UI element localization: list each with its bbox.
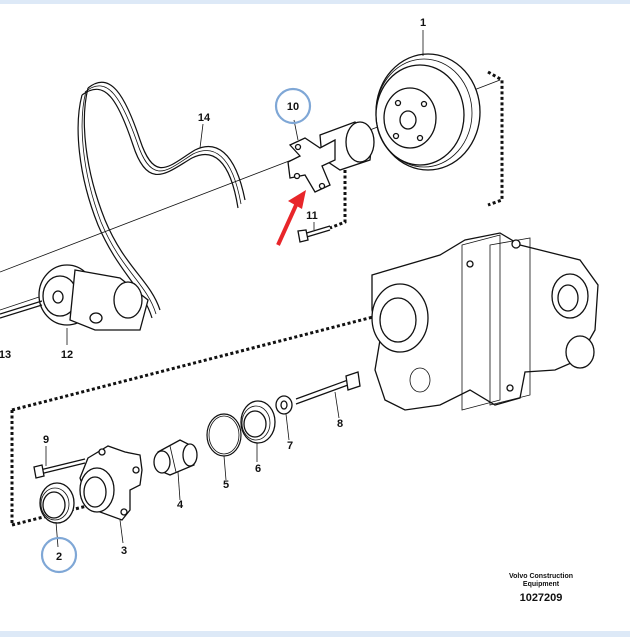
callout-3: 3 xyxy=(121,545,127,557)
engine-housing xyxy=(371,232,599,411)
callout-5: 5 xyxy=(223,479,229,491)
highlight-circle-10 xyxy=(274,87,312,125)
bolt-8 xyxy=(295,371,361,405)
callout-10: 10 xyxy=(287,101,299,113)
callout-8: 8 xyxy=(337,418,343,430)
document-number: 1027209 xyxy=(519,592,563,604)
callout-1: 1 xyxy=(420,17,426,29)
callout-9: 9 xyxy=(43,434,49,446)
highlight-circle-2 xyxy=(40,536,78,574)
callout-6: 6 xyxy=(255,463,261,475)
top-border xyxy=(0,0,630,4)
leader-lines xyxy=(45,30,424,548)
bearing-6 xyxy=(240,400,276,444)
callout-14: 14 xyxy=(198,112,211,124)
red-arrow xyxy=(276,190,306,246)
bottom-border xyxy=(0,631,630,637)
callout-11: 11 xyxy=(306,210,318,222)
callout-2: 2 xyxy=(56,551,62,563)
circlip xyxy=(206,413,242,457)
hub-flange xyxy=(287,121,375,193)
callout-13: 13 xyxy=(0,349,11,361)
callout-4: 4 xyxy=(177,499,184,511)
callout-12: 12 xyxy=(61,349,73,361)
belt-tensioner xyxy=(0,264,149,331)
callout-7: 7 xyxy=(287,440,293,452)
bolt-11 xyxy=(297,225,331,243)
bearing-housing xyxy=(79,445,143,521)
crankshaft-pulley xyxy=(375,53,481,171)
bolt-9 xyxy=(33,458,86,479)
bearing-2 xyxy=(39,482,75,524)
washer xyxy=(275,395,293,415)
brand-label: Volvo Construction Equipment xyxy=(508,573,574,588)
shaft xyxy=(153,439,198,476)
